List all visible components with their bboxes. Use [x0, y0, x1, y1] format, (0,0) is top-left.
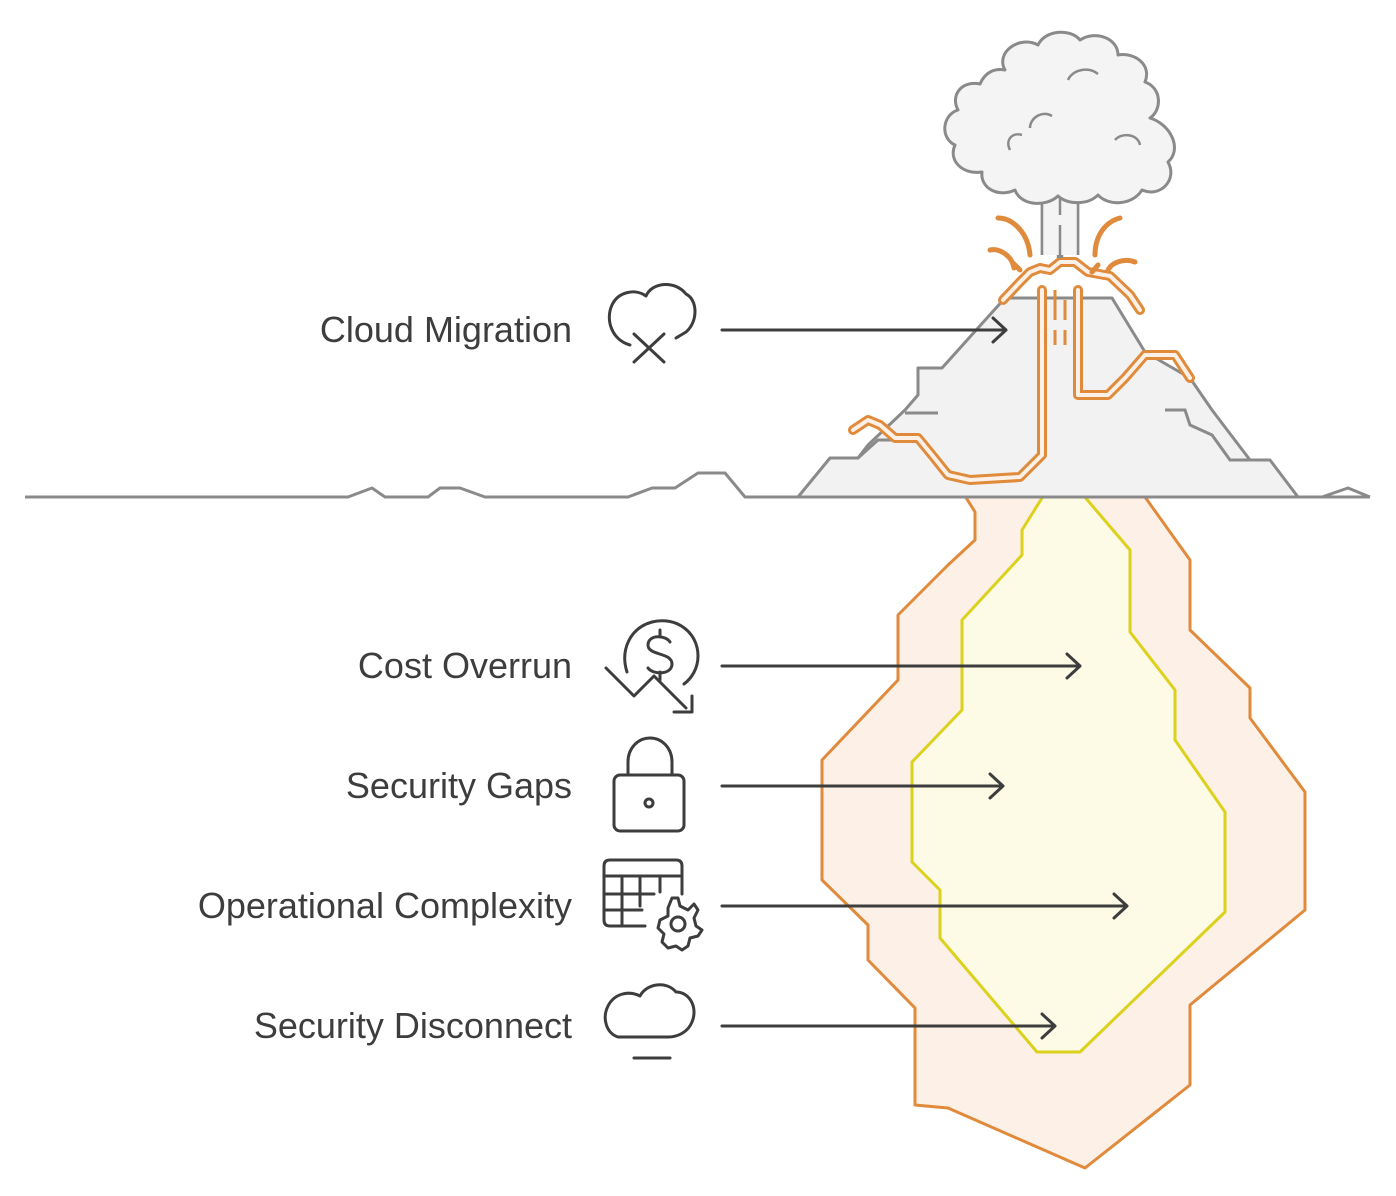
arrow-operational-complexity [720, 892, 1129, 920]
smoke-cloud [943, 30, 1176, 205]
conduit-dashes [1053, 290, 1067, 345]
cloud-x-icon [607, 283, 697, 364]
label-security-disconnect: Security Disconnect [254, 1005, 572, 1046]
smoke-cloud-detail [1007, 68, 1142, 151]
label-cost-overrun: Cost Overrun [358, 645, 572, 686]
arrow-security-gaps [720, 772, 1005, 800]
label-security-gaps: Security Gaps [346, 765, 572, 806]
arrow-cloud-migration [720, 316, 1008, 344]
mountain-ridge-right [1165, 408, 1250, 462]
mountain-body [796, 296, 1300, 499]
magma-chamber-inner [910, 480, 1227, 1054]
lava-flow-right-core [1076, 288, 1192, 397]
cloud-underline-icon [603, 983, 696, 1060]
label-operational-complexity: Operational Complexity [198, 885, 572, 926]
arrow-security-disconnect [720, 1012, 1057, 1040]
label-cloud-migration: Cloud Migration [320, 309, 572, 350]
lava-splash-left [987, 215, 1033, 273]
lava-flow-left-core [851, 288, 1044, 482]
lava-splash-right [1089, 215, 1138, 275]
dollar-down-trend-icon [604, 619, 700, 714]
table-gear-icon [602, 858, 704, 952]
smoke-column-lines [1040, 175, 1080, 258]
crater-rim-core [1001, 260, 1142, 312]
arrow-cost-overrun [720, 652, 1082, 680]
ground-line [25, 471, 1371, 499]
padlock-icon [612, 736, 686, 833]
